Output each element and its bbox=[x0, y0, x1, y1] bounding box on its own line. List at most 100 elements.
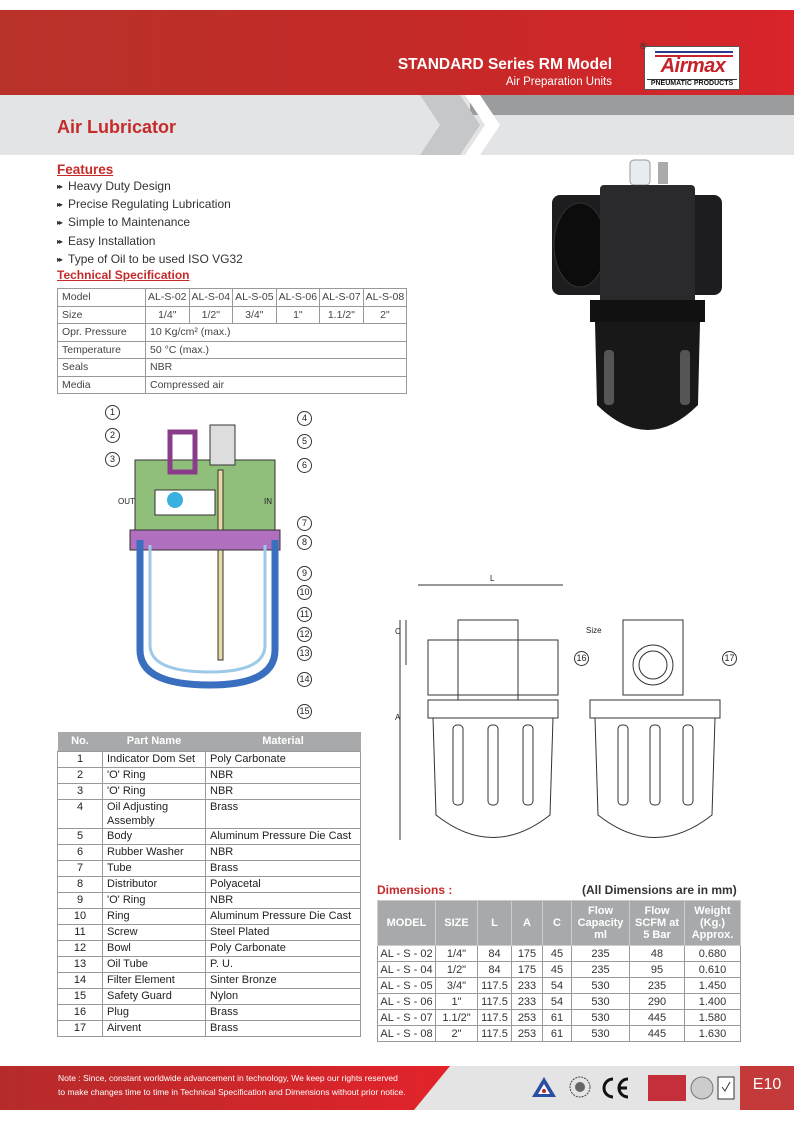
logo-tagline: PNEUMATIC PRODUCTS bbox=[647, 79, 737, 87]
table-row: Size 1/4"1/2"3/4"1"1.1/2"2" bbox=[57, 305, 408, 324]
footer-note: Note : Since, constant worldwide advance… bbox=[58, 1071, 406, 1099]
callout-12: 12 bbox=[297, 627, 312, 642]
cell: 1 bbox=[57, 750, 103, 768]
cell: 253 bbox=[511, 1025, 543, 1042]
cell: Safety Guard bbox=[102, 987, 206, 1005]
cell: 4 bbox=[57, 798, 103, 829]
cell: 175 bbox=[511, 945, 543, 962]
ce-mark-icon bbox=[602, 1077, 629, 1099]
cell: AL - S - 06 bbox=[377, 993, 436, 1010]
cell: 11 bbox=[57, 923, 103, 941]
callout-7: 7 bbox=[297, 516, 312, 531]
header-cell: Material bbox=[205, 732, 361, 751]
cell: 48 bbox=[629, 945, 685, 962]
cell: Size bbox=[57, 305, 146, 324]
callout-13: 13 bbox=[297, 646, 312, 661]
dim-L-label: L bbox=[490, 574, 495, 583]
tech-spec-heading: Technical Specification bbox=[57, 268, 190, 282]
cell: 61 bbox=[542, 1009, 572, 1026]
out-label: OUT bbox=[118, 497, 135, 506]
cell: 95 bbox=[629, 961, 685, 978]
cell: 1/2" bbox=[435, 961, 478, 978]
cell: 10 Kg/cm² (max.) bbox=[144, 323, 408, 342]
cell: 1/2" bbox=[188, 305, 234, 324]
callout-5: 5 bbox=[297, 434, 312, 449]
callout-10: 10 bbox=[297, 585, 312, 600]
page-title: Air Lubricator bbox=[57, 117, 177, 137]
cell: Brass bbox=[205, 1003, 361, 1021]
dimensions-note: (All Dimensions are in mm) bbox=[582, 883, 737, 897]
cell: AL - S - 05 bbox=[377, 977, 436, 994]
dimension-drawing bbox=[399, 584, 721, 840]
cell: 5 bbox=[57, 827, 103, 845]
cell: 16 bbox=[57, 1003, 103, 1021]
cell: 10 bbox=[57, 907, 103, 925]
cell: 1.1/2" bbox=[435, 1009, 478, 1026]
cell: AL - S - 08 bbox=[377, 1025, 436, 1042]
cell: Poly Carbonate bbox=[205, 939, 361, 957]
header-cell: No. bbox=[57, 732, 103, 751]
cell: Oil Tube bbox=[102, 955, 206, 973]
cross-section-diagram bbox=[129, 424, 281, 689]
cell: 235 bbox=[629, 977, 685, 994]
callout-17: 17 bbox=[722, 651, 737, 666]
callout-8: 8 bbox=[297, 535, 312, 550]
cell: Screw bbox=[102, 923, 206, 941]
cell: P. U. bbox=[205, 955, 361, 973]
cell: 'O' Ring bbox=[102, 782, 206, 800]
ukas-mark-icon bbox=[717, 1076, 735, 1100]
callout-2: 2 bbox=[105, 428, 120, 443]
cell: Oil Adjusting Assembly bbox=[102, 798, 206, 829]
cell: 14 bbox=[57, 971, 103, 989]
cell: 45 bbox=[542, 961, 572, 978]
cell: AL-S-05 bbox=[232, 288, 277, 307]
cell: Poly Carbonate bbox=[205, 750, 361, 768]
cell: AL - S - 02 bbox=[377, 945, 436, 962]
airmax-logo: ® Airmax PNEUMATIC PRODUCTS bbox=[640, 41, 740, 90]
cell: 530 bbox=[571, 993, 630, 1010]
cell: Sinter Bronze bbox=[205, 971, 361, 989]
cell: 54 bbox=[542, 993, 572, 1010]
feature-item: Easy Installation bbox=[57, 233, 243, 251]
cell: Distributor bbox=[102, 875, 206, 893]
cell: Bowl bbox=[102, 939, 206, 957]
cell: Indicator Dom Set bbox=[102, 750, 206, 768]
header-cell: SIZE bbox=[435, 900, 478, 946]
footer-note-line: Note : Since, constant worldwide advance… bbox=[58, 1073, 398, 1083]
cell: 233 bbox=[511, 993, 543, 1010]
feature-item: Type of Oil to be used ISO VG32 bbox=[57, 251, 243, 269]
feature-item: Heavy Duty Design bbox=[57, 178, 243, 196]
callout-9: 9 bbox=[297, 566, 312, 581]
cell: Ring bbox=[102, 907, 206, 925]
cell: 6 bbox=[57, 843, 103, 861]
cell: NBR bbox=[205, 782, 361, 800]
cell: 1.630 bbox=[684, 1025, 741, 1042]
cell: Seals bbox=[57, 358, 146, 377]
page-number: E10 bbox=[752, 1076, 782, 1093]
callout-14: 14 bbox=[297, 672, 312, 687]
cell: 1.1/2" bbox=[319, 305, 364, 324]
cell: 84 bbox=[477, 945, 512, 962]
cell: 2" bbox=[435, 1025, 478, 1042]
cell: Aluminum Pressure Die Cast bbox=[205, 907, 361, 925]
callout-3: 3 bbox=[105, 452, 120, 467]
cimfr-seal-icon bbox=[569, 1076, 591, 1098]
page-number-box bbox=[740, 1066, 794, 1110]
cell: 61 bbox=[542, 1025, 572, 1042]
footer-note-line: to make changes time to time in Technica… bbox=[58, 1087, 406, 1097]
